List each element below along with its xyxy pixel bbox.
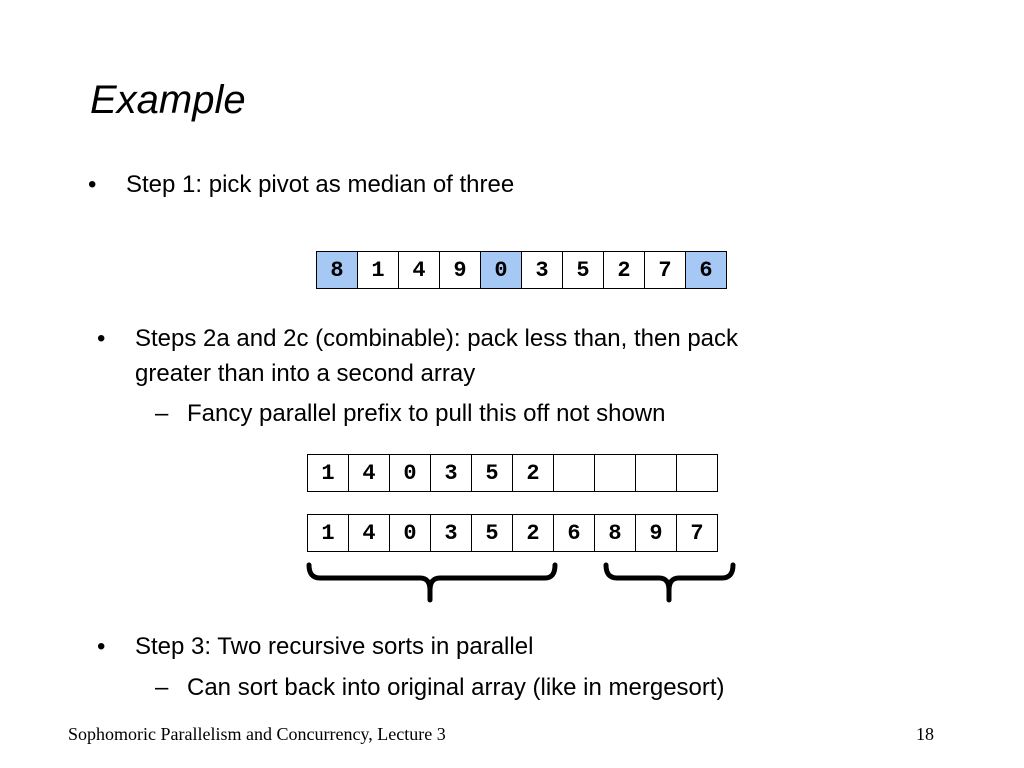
footer-page-number: 18 [916,724,934,744]
bullet-step-3: • Step 3: Two recursive sorts in paralle… [97,630,797,664]
bullet-step-1: • Step 1: pick pivot as median of three [88,168,688,202]
subbullet-prefix: – Fancy parallel prefix to pull this off… [155,397,855,431]
array-cell: 5 [562,251,604,289]
array-cell: 0 [480,251,522,289]
bullet-marker: • [88,171,97,198]
subbullet-text: Can sort back into original array (like … [187,674,725,701]
footer-course-title: Sophomoric Parallelism and Concurrency, … [68,724,446,744]
array-cell: 1 [357,251,399,289]
bullet-text-line-2: greater than into a second array [135,360,476,387]
array-cell: 4 [348,454,390,492]
array-cell: 1 [307,514,349,552]
array-cell: 6 [685,251,727,289]
subbullet-text: Fancy parallel prefix to pull this off n… [187,400,666,427]
left-partition-brace [306,562,558,603]
bullet-step-2: • Steps 2a and 2c (combinable): pack les… [97,322,897,392]
bullet-text: Step 1: pick pivot as median of three [126,171,515,198]
bullet-text-line-1: Steps 2a and 2c (combinable): pack less … [135,325,739,352]
bullet-text: Step 3: Two recursive sorts in parallel [135,633,534,660]
array-cell: 4 [348,514,390,552]
bullet-marker: • [97,633,106,660]
array-cell: 2 [603,251,645,289]
array-cell: 1 [307,454,349,492]
array-cell [553,454,595,492]
array-cell: 8 [594,514,636,552]
bullet-marker: • [97,325,106,352]
array-cell: 9 [439,251,481,289]
subbullet-sort-back: – Can sort back into original array (lik… [155,671,875,705]
array-cell: 3 [430,454,472,492]
array-cell: 6 [553,514,595,552]
array-cell [676,454,718,492]
dash-marker: – [155,674,169,701]
array-cell: 7 [644,251,686,289]
array-cell: 3 [430,514,472,552]
array-cell: 2 [512,514,554,552]
array-cell: 7 [676,514,718,552]
array-cell: 0 [389,454,431,492]
right-partition-brace [603,562,736,603]
array-cell: 5 [471,454,513,492]
dash-marker: – [155,400,169,427]
array-cell [635,454,677,492]
array-cell: 3 [521,251,563,289]
slide-title: Example [90,78,246,122]
